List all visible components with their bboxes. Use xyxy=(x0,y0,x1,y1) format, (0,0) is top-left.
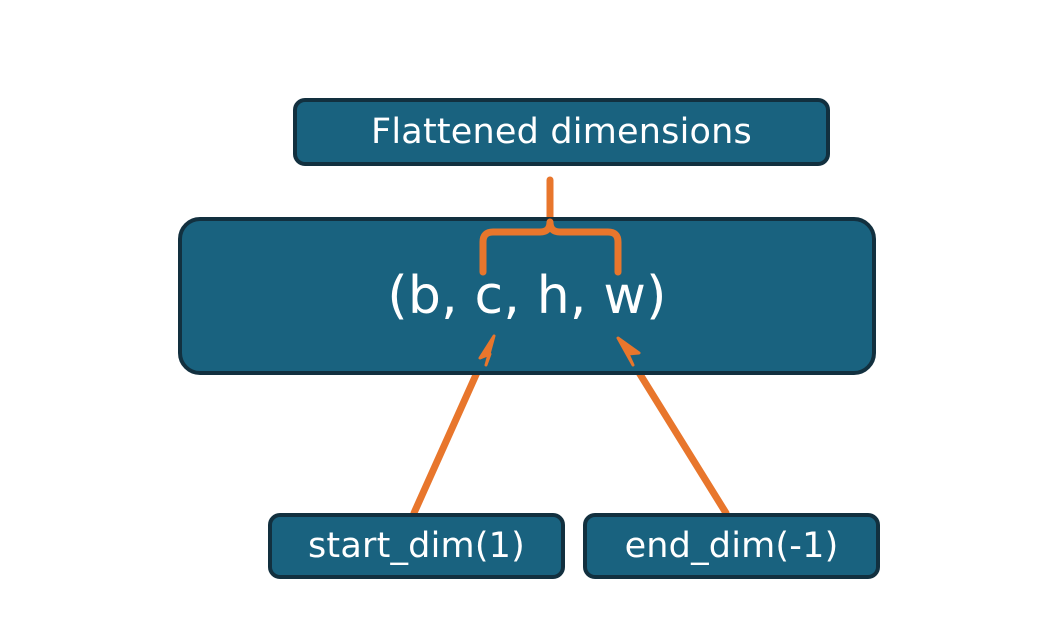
end-dim-arrow-line xyxy=(621,346,730,517)
flattened-dimensions-label: Flattened dimensions xyxy=(371,111,752,152)
start-dim-label: start_dim(1) xyxy=(307,525,526,566)
end-dim-node[interactable]: end_dim(-1) xyxy=(583,513,880,579)
tensor-shape-node[interactable]: (b, c, h, w) xyxy=(178,217,876,375)
flattened-dimensions-node[interactable]: Flattened dimensions xyxy=(293,98,830,166)
start-dim-arrow-line xyxy=(410,344,492,517)
end-dim-label: end_dim(-1) xyxy=(624,525,839,566)
start-dim-node[interactable]: start_dim(1) xyxy=(268,513,565,579)
tensor-shape-label: (b, c, h, w) xyxy=(387,265,667,326)
